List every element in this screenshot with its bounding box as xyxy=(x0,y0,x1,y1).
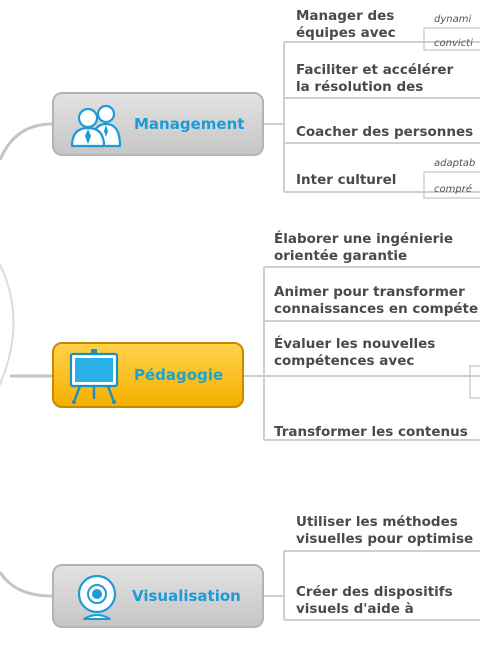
sub-management-4-a: adaptab xyxy=(434,158,476,169)
connector-visualisation xyxy=(0,571,53,598)
child-management-3-line-1: Coacher des personnes xyxy=(296,124,474,140)
connector-management xyxy=(0,122,53,161)
child-pedagogie-3-line-2: compétences avec xyxy=(274,353,415,369)
child-pedagogie-1-line-1: Élaborer une ingénierie xyxy=(274,231,454,247)
child-pedagogie-4-line-1: Transformer les contenus xyxy=(274,424,468,440)
child-management-1-line-2: équipes avec xyxy=(296,25,396,41)
branch-label-visualisation: Visualisation xyxy=(132,587,241,605)
child-visualisation-2-line-1: Créer des dispositifs xyxy=(296,584,453,600)
branch-node-visualisation[interactable]: Visualisation xyxy=(52,564,264,628)
branch-label-management: Management xyxy=(134,115,245,133)
child-management-4-line-1: Inter culturel xyxy=(296,172,397,188)
child-visualisation-1-line-2: visuelles pour optimise xyxy=(296,531,474,547)
child-management-2-line-2: la résolution des xyxy=(296,79,424,95)
presentation-board-icon xyxy=(68,348,120,408)
sub-management-4-b: compré xyxy=(434,184,472,195)
central-node-outline xyxy=(0,262,15,387)
people-icon xyxy=(68,102,126,152)
webcam-icon xyxy=(74,571,120,627)
child-pedagogie-2-line-1: Animer pour transformer xyxy=(274,284,465,300)
child-management-1-line-1: Manager des xyxy=(296,8,395,24)
child-visualisation-1-line-1: Utiliser les méthodes xyxy=(296,514,458,530)
branch-label-pedagogie: Pédagogie xyxy=(134,366,224,384)
child-pedagogie-2-line-2: connaissances en compéte xyxy=(274,301,479,317)
child-visualisation-2-line-2: visuels d'aide à xyxy=(296,601,414,617)
child-pedagogie-3-line-1: Évaluer les nouvelles xyxy=(274,336,436,352)
sub-management-1-b: convicti xyxy=(434,38,473,49)
child-management-2-line-1: Faciliter et accélérer xyxy=(296,62,454,78)
child-pedagogie-1-line-2: orientée garantie xyxy=(274,248,408,264)
sub-management-1-a: dynami xyxy=(434,14,472,25)
branch-node-management[interactable]: Management xyxy=(52,92,264,156)
branch-node-pedagogie[interactable]: Pédagogie xyxy=(52,342,244,408)
